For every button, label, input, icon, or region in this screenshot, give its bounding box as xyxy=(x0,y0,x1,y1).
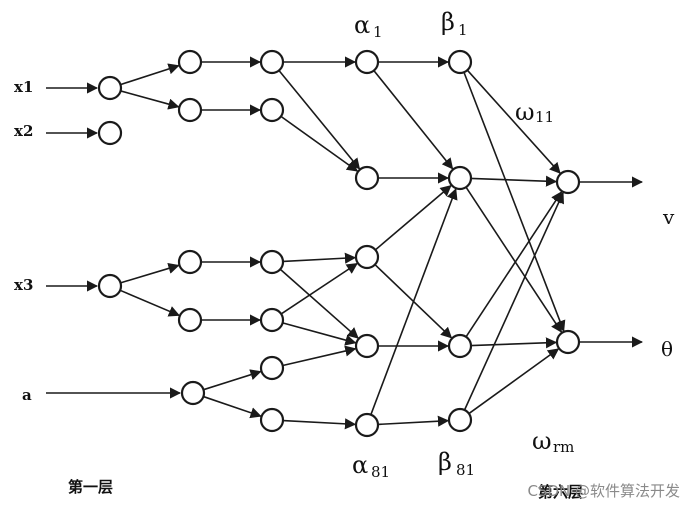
node-L1b xyxy=(97,120,123,146)
connection-edges xyxy=(46,56,644,430)
svg-text:1: 1 xyxy=(458,21,468,39)
input-label-x2: x2 xyxy=(14,122,33,140)
edge-L1a-L2b xyxy=(120,90,180,110)
edge-L3b-L4b xyxy=(280,115,359,172)
node-L5c xyxy=(447,333,473,359)
edge-L4a-L5b xyxy=(373,70,454,170)
svg-text:α: α xyxy=(352,451,368,479)
node-L2a xyxy=(177,49,203,75)
node-L2d xyxy=(177,307,203,333)
node-L3a xyxy=(259,49,285,75)
svg-text:1: 1 xyxy=(373,23,383,41)
node-L5a xyxy=(447,49,473,75)
edge-L3a-L4b xyxy=(278,70,361,170)
edge-L5b-L6a xyxy=(470,175,558,187)
input-label-a: a xyxy=(22,386,32,404)
svg-text:α: α xyxy=(354,11,370,39)
node-L5b xyxy=(447,165,473,191)
node-L3d xyxy=(259,307,285,333)
node-L4c xyxy=(354,244,380,270)
alpha-81-label: α 81 xyxy=(352,451,390,481)
omega-11-label: ω 11 xyxy=(515,98,554,126)
edge-L3c-L4c xyxy=(282,252,357,264)
node-L1c xyxy=(97,273,123,299)
svg-text:ω: ω xyxy=(515,98,535,126)
edge-L4c-L5b xyxy=(374,185,452,251)
svg-text:β: β xyxy=(438,448,452,476)
node-L1d xyxy=(180,380,206,406)
edge-L5c-L6b xyxy=(470,337,558,349)
edge-L3e-L4d xyxy=(282,345,357,367)
edge-L5d-L6b xyxy=(468,348,560,415)
node-L3c xyxy=(259,249,285,275)
edge-L3d-L4d xyxy=(282,322,357,346)
edge-L1c-L2c xyxy=(120,262,180,284)
omega-rm-label: ω rm xyxy=(532,427,574,456)
beta-81-label: β 81 xyxy=(438,448,475,479)
svg-text:11: 11 xyxy=(535,108,554,126)
svg-text:rm: rm xyxy=(553,438,574,456)
node-L6b xyxy=(555,329,581,355)
node-L3f xyxy=(259,407,285,433)
node-L4b xyxy=(354,165,380,191)
edge-L5d-L6a xyxy=(463,191,564,411)
edge-L1d-L3e xyxy=(203,369,262,391)
node-L1a xyxy=(97,75,123,101)
svg-text:β: β xyxy=(441,8,455,36)
edge-L1c-L2d xyxy=(119,289,180,317)
edge-L3f-L4e xyxy=(282,418,357,430)
input-label-x1: x1 xyxy=(14,78,33,96)
network-nodes xyxy=(97,49,581,438)
node-L4a xyxy=(354,49,380,75)
edge-L4e-L5b xyxy=(370,188,458,415)
svg-text:ω: ω xyxy=(532,427,552,455)
edge-L1a-L2a xyxy=(120,63,180,86)
edge-L4e-L5d xyxy=(377,415,450,427)
edge-L5c-L6a xyxy=(465,191,563,338)
edge-L5b-L6b xyxy=(465,186,563,333)
node-L4e xyxy=(354,412,380,438)
edge-L3c-L4d xyxy=(279,268,359,339)
output-label-v: v xyxy=(662,205,675,229)
node-L6a xyxy=(555,169,581,195)
beta-1-label: β 1 xyxy=(441,8,468,39)
node-L3b xyxy=(259,97,285,123)
node-L5d xyxy=(447,407,473,433)
node-L2b xyxy=(177,97,203,123)
alpha-1-label: α 1 xyxy=(354,11,383,41)
edge-L5a-L6a xyxy=(466,69,561,174)
node-L4d xyxy=(354,333,380,359)
input-label-x3: x3 xyxy=(14,276,33,294)
layer-label-first: 第一层 xyxy=(68,478,113,496)
output-label-theta: θ xyxy=(661,337,673,361)
node-L3e xyxy=(259,355,285,381)
edge-L3d-L4c xyxy=(280,262,358,315)
edge-L1d-L3f xyxy=(203,395,262,419)
svg-text:81: 81 xyxy=(456,461,475,479)
watermark: CSDN @软件算法开发 xyxy=(527,482,680,500)
edge-L5a-L6b xyxy=(463,71,566,332)
svg-text:81: 81 xyxy=(371,463,390,481)
layer-label-sixth: 第六层 xyxy=(538,483,583,501)
node-L2c xyxy=(177,249,203,275)
